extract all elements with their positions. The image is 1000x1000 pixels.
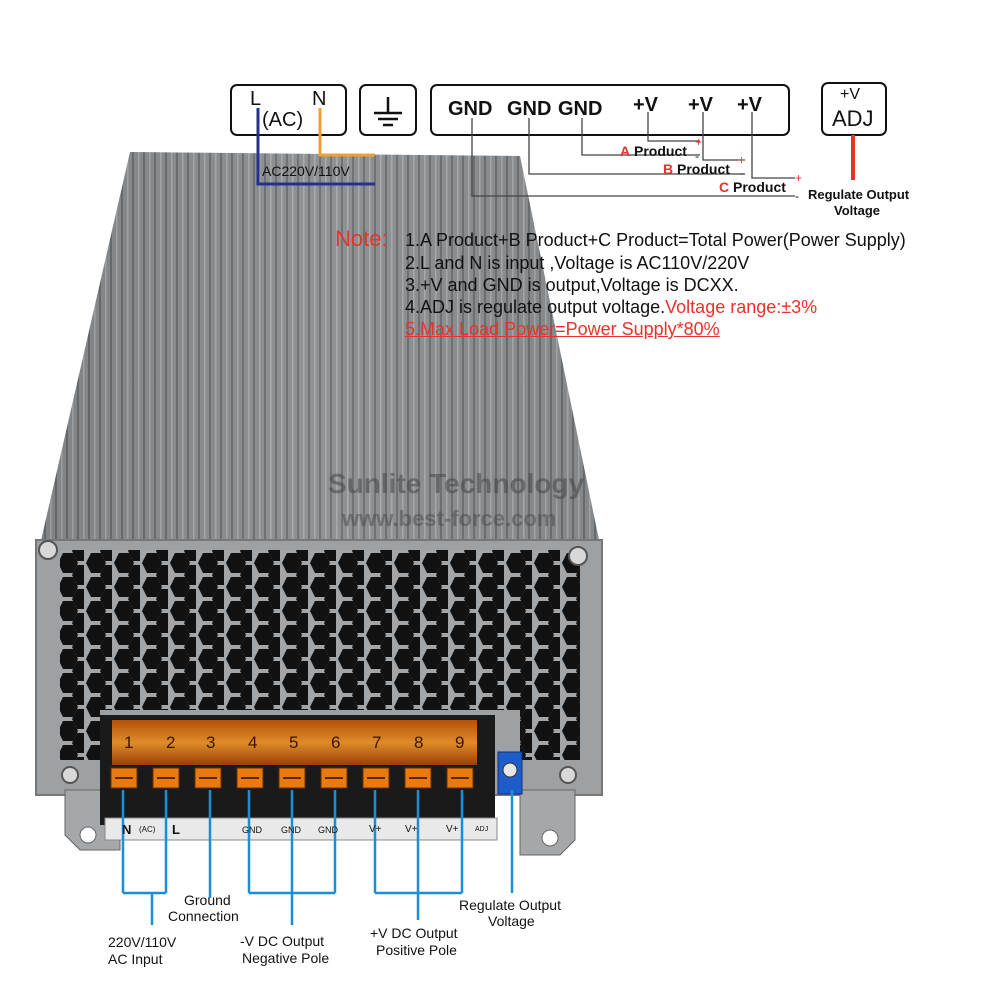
mounting-hole	[79, 826, 97, 844]
terminal-number: 9	[455, 733, 465, 752]
wire-l-navy	[256, 108, 375, 186]
product-b-minus: -	[740, 166, 744, 180]
output-terminals-box	[430, 84, 790, 136]
screw-icon	[568, 546, 588, 566]
note-line-4-range: Voltage range:±3%	[665, 297, 818, 317]
terminal-number: 2	[166, 733, 176, 752]
product-b-plus: +	[738, 153, 746, 167]
product-connector-lines	[471, 112, 795, 197]
regulate-output-bottom-line-2: Voltage	[488, 913, 535, 929]
product-b-word: Product	[677, 161, 730, 177]
ac-input-box	[230, 84, 347, 136]
note-line-5: 5.Max Load Power=Power Supply*80%	[405, 319, 720, 339]
product-c-letter: C	[719, 179, 730, 195]
terminal-number: 1	[124, 733, 134, 752]
v-plus-label-3: +V	[737, 94, 763, 116]
note-line-3: 3.+V and GND is output,Voltage is DCXX.	[405, 275, 739, 295]
v-plus-label-1: +V	[633, 94, 659, 116]
strip-label-gnd-1: GND	[242, 825, 262, 835]
bottom-wires	[121, 790, 514, 925]
strip-label-v-3: V+	[446, 824, 459, 835]
screw-icon	[559, 766, 577, 784]
watermark-company: Sunlite Technology	[328, 468, 585, 499]
fan-grille	[60, 550, 580, 710]
ground-connection-line-1: Ground	[184, 892, 231, 908]
terminal-number: 5	[289, 733, 299, 752]
watermark-url: www.best-force.com	[342, 506, 557, 531]
gnd-label-2: GND	[507, 98, 552, 120]
strip-label-gnd-3: GND	[318, 825, 338, 835]
screw-icon	[38, 540, 58, 560]
terminal-number: 8	[414, 733, 424, 752]
ac-label: (AC)	[262, 109, 304, 131]
grille-lower-right	[520, 700, 580, 760]
product-b-letter: B	[663, 161, 674, 177]
strip-label-v-2: V+	[405, 824, 418, 835]
wire-n-orange	[318, 108, 375, 157]
strip-label-l: L	[172, 822, 180, 837]
strip-label-n: N	[122, 822, 132, 837]
terminal-number: 6	[331, 733, 341, 752]
negative-pole-line-2: Negative Pole	[242, 950, 330, 966]
adj-label: ADJ	[832, 106, 874, 131]
ac-n-label: N	[312, 88, 327, 110]
ac-input-line-1: 220V/110V	[108, 934, 177, 950]
strip-label-gnd-2: GND	[281, 825, 301, 835]
mounting-hole	[541, 829, 559, 847]
product-c-word: Product	[733, 179, 786, 195]
heatsink-shading	[40, 152, 600, 545]
gnd-label-3: GND	[558, 98, 603, 120]
note-heading: Note:	[335, 226, 388, 251]
ac-input-line-2: AC Input	[108, 951, 163, 967]
ground-icon	[374, 97, 402, 127]
screw-terminals	[110, 767, 474, 789]
regulate-voltage-label: Voltage	[834, 203, 880, 218]
note-line-4: 4.ADJ is regulate output voltage.Voltage…	[405, 298, 817, 316]
gnd-label-1: GND	[448, 98, 493, 120]
product-a-plus: +	[695, 135, 703, 149]
terminal-number: 3	[206, 733, 216, 752]
terminal-label-strip	[104, 817, 498, 841]
ground-connection-line-2: Connection	[168, 908, 239, 924]
ac-voltage-label: AC220V/110V	[262, 163, 350, 179]
positive-pole-line-2: Positive Pole	[376, 942, 457, 958]
terminal-number: 7	[372, 733, 382, 752]
product-a-word: Product	[634, 143, 687, 159]
note-line-1: 1.A Product+B Product+C Product=Total Po…	[405, 230, 906, 250]
strip-label-ac: (AC)	[139, 825, 156, 834]
grille-lower-left	[60, 700, 100, 760]
ac-l-label: L	[250, 88, 262, 110]
terminal-number: 4	[248, 733, 258, 752]
note-line-2: 2.L and N is input ,Voltage is AC110V/22…	[405, 253, 750, 273]
regulate-output-label: Regulate Output	[808, 187, 910, 202]
product-a-letter: A	[620, 143, 631, 159]
product-c-minus: -	[795, 189, 799, 203]
positive-pole-line-1: +V DC Output	[370, 925, 458, 941]
strip-label-adj: ADJ	[475, 826, 489, 833]
note-line-4-text: 4.ADJ is regulate output voltage.	[405, 297, 666, 317]
product-c-plus: +	[795, 171, 803, 185]
strip-label-v-1: V+	[369, 824, 382, 835]
screw-icon	[61, 766, 79, 784]
regulate-output-bottom-line-1: Regulate Output	[459, 897, 561, 913]
mounting-foot-right	[519, 789, 576, 856]
v-plus-label-2: +V	[688, 94, 714, 116]
adj-knob	[502, 762, 518, 778]
negative-pole-line-1: -V DC Output	[240, 933, 325, 949]
product-a-minus: -	[695, 149, 699, 163]
adj-v-label: +V	[840, 86, 861, 103]
terminal-cover	[112, 720, 477, 765]
